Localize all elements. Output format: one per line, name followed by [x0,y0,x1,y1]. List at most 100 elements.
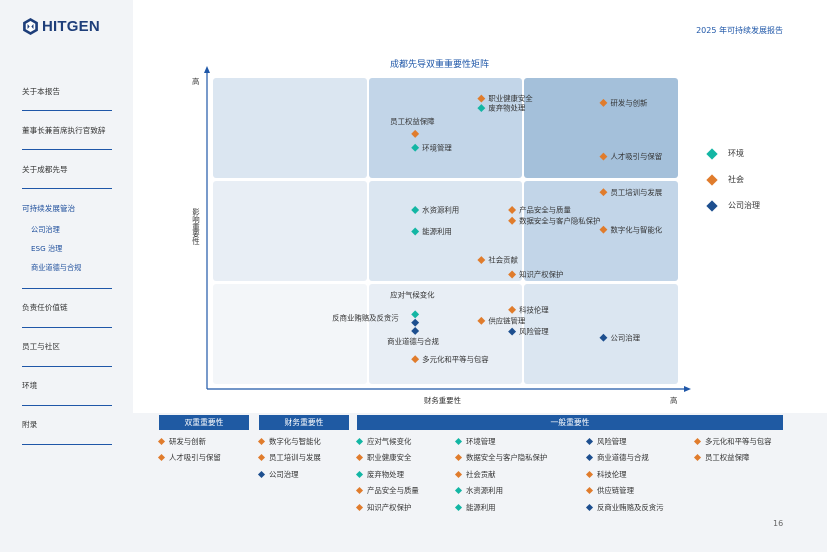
point-label: 职业健康安全 [488,94,533,103]
point-label: 员工培训与发展 [610,188,662,197]
chart-point: 商业道德与合规 [387,327,440,346]
table-cell: 多元化和平等与包容 [693,435,772,447]
table-cell-label: 员工权益保障 [705,453,750,462]
table-cell: 环境管理 [454,435,496,447]
category-marker [454,486,463,495]
table-cell: 员工权益保障 [693,452,750,464]
point-marker [477,316,486,325]
sidebar-subitem-1[interactable]: 公司治理 [31,225,60,234]
category-marker [157,453,166,462]
table-header-3: 一般重要性 [357,415,783,430]
matrix-cell-3 [524,78,678,178]
point-marker [411,310,420,319]
point-label: 数字化与智能化 [610,225,662,234]
table-cell-label: 废弃物处理 [367,469,404,479]
category-marker [585,453,594,462]
matrix-cell-2 [369,78,522,178]
table-cell: 水资源利用 [454,485,503,497]
table-cell-label: 应对气候变化 [367,436,412,446]
point-marker [508,270,517,279]
chart-point: 数字化与智能化 [599,225,663,234]
matrix-cell-8 [369,284,522,384]
matrix-cell-5 [369,181,522,281]
matrix-cell-7 [213,284,367,384]
sidebar-subitem-2[interactable]: ESG 治理 [31,244,63,253]
table-cell-label: 能源利用 [466,502,496,512]
table-cell: 员工培训与发展 [257,452,321,464]
table-cell-label: 公司治理 [269,469,299,479]
chart-point: 水资源利用 [411,206,459,215]
sidebar-item-6[interactable]: 员工与社区 [22,342,60,351]
category-marker [585,437,594,445]
sidebar-item-5[interactable]: 负责任价值链 [22,303,68,312]
point-marker [411,143,420,152]
table-cell-label: 研发与创新 [169,436,206,446]
sidebar-item-8[interactable]: 附录 [22,420,38,429]
table-cell: 废弃物处理 [355,468,404,480]
report-title: 2025 年可持续发展报告 [696,26,783,35]
table-cell: 数字化与智能化 [257,435,321,447]
category-marker [257,470,266,478]
point-label: 应对气候变化 [390,290,435,299]
y-axis-high-label: 高 [192,77,199,86]
table-header-2: 财务重要性 [259,415,349,430]
category-marker [693,437,702,445]
legend-marker [706,147,718,160]
table-cell: 应对气候变化 [355,435,412,447]
chart-point: 风险管理 [508,327,549,336]
table-cell: 反商业贿赂及反贪污 [585,501,664,513]
chart-point: 知识产权保护 [508,270,563,279]
sidebar-subitem-3[interactable]: 商业道德与合规 [31,263,82,272]
nav-divider [22,405,112,406]
point-label: 风险管理 [519,327,549,336]
chart-title: 成都先导双重重要性矩阵 [390,60,490,70]
table-cell: 供应链管理 [585,485,634,497]
point-marker [508,216,517,225]
legend-item: 公司治理 [706,199,760,212]
table-cell: 数据安全与客户隐私保护 [454,452,547,464]
point-marker [411,327,420,335]
table-cell: 风险管理 [585,435,627,447]
point-marker [411,227,420,236]
x-axis-label: 财务重要性 [424,396,461,405]
category-marker [257,437,266,445]
table-cell-label: 人才吸引与保留 [169,453,221,462]
table-cell-label: 风险管理 [597,436,627,446]
chart-point: 社会贡献 [477,256,519,265]
page-number: 16 [773,519,784,528]
sidebar-item-7[interactable]: 环境 [22,381,38,390]
table-cell-label: 社会贡献 [466,469,496,479]
chart-point: 多元化和平等与包容 [411,355,489,364]
point-label: 能源利用 [422,227,452,236]
point-label: 废弃物处理 [488,104,526,113]
point-label: 员工权益保障 [390,117,435,126]
table-cell-label: 环境管理 [466,436,496,446]
y-axis-arrow-icon [204,66,210,73]
nav-divider [22,288,112,289]
sidebar: HITGEN 关于本报告董事长兼首席执行官致辞关于成都先导可持续发展管治公司治理… [0,0,133,552]
nav-divider [22,327,112,328]
table-cell-label: 科技伦理 [597,469,627,479]
table-cell: 能源利用 [454,501,496,513]
sidebar-item-4[interactable]: 可持续发展管治 [22,204,76,213]
sidebar-item-2[interactable]: 董事长兼首席执行官致辞 [22,126,106,135]
point-label: 多元化和平等与包容 [422,355,489,364]
sidebar-item-1[interactable]: 关于本报告 [22,87,60,96]
point-marker [411,318,420,327]
table-cell: 知识产权保护 [355,501,411,513]
point-marker [599,225,608,234]
table-cell-label: 商业道德与合规 [597,453,649,462]
table-cell-label: 员工培训与发展 [269,453,321,462]
legend-item: 环境 [706,147,744,160]
nav-divider [22,188,112,189]
point-marker [508,305,517,314]
table-cell-label: 反商业贿赂及反贪污 [597,502,664,512]
legend-label: 环境 [728,149,744,158]
point-marker [411,129,420,138]
logo: HITGEN [22,18,100,35]
table-cell-label: 供应链管理 [597,486,634,495]
table-cell-label: 产品安全与质量 [367,486,419,495]
chart-point: 数据安全与客户隐私保护 [508,216,600,225]
sidebar-item-3[interactable]: 关于成都先导 [22,165,68,174]
chart-point: 科技伦理 [508,305,549,314]
